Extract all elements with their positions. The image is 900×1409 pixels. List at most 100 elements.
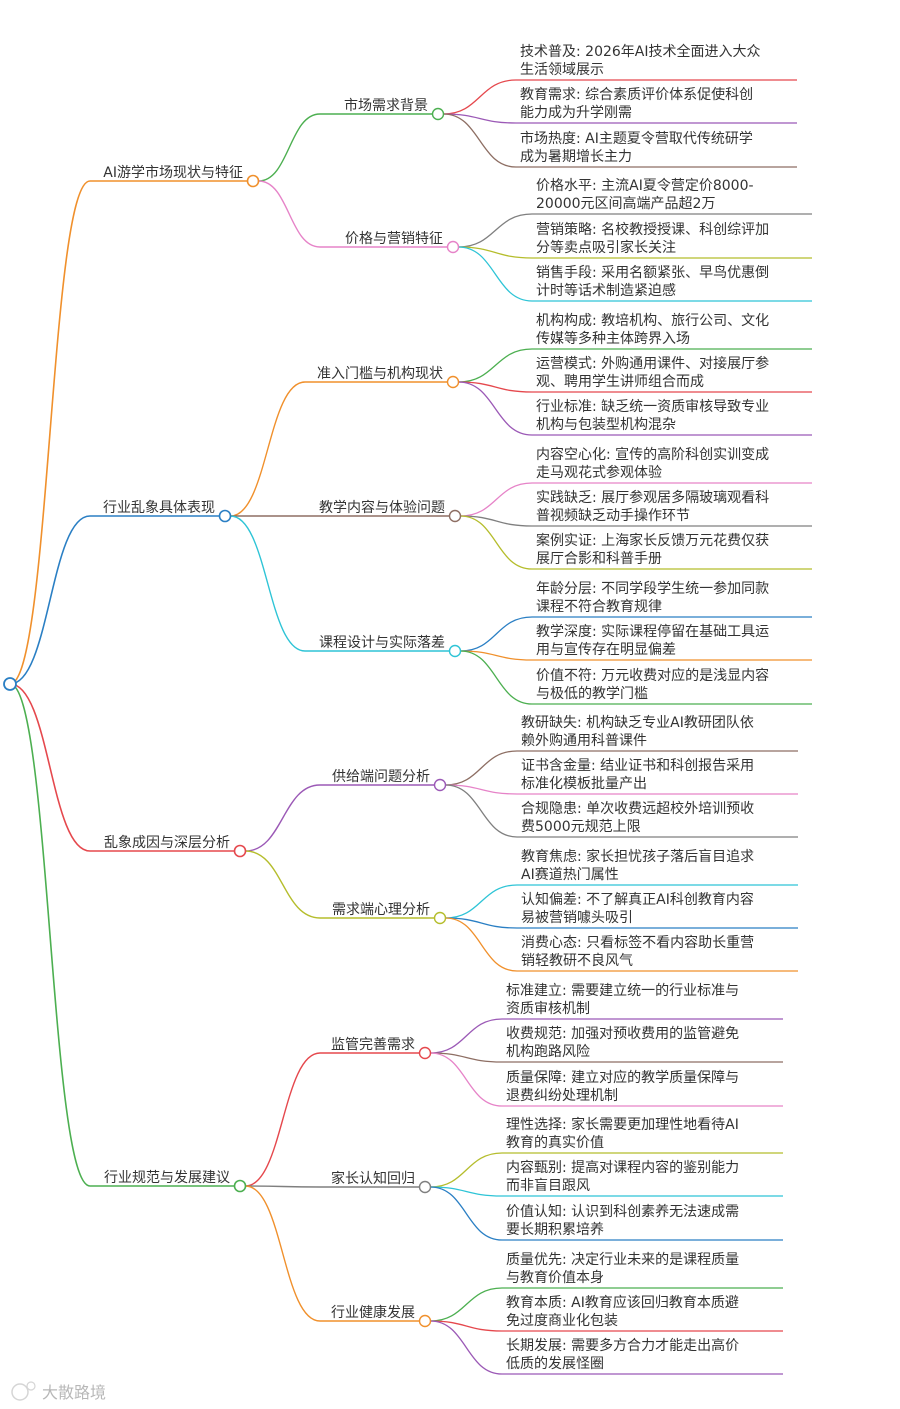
leaf-text-1-2-0-1: 课程不符合教育规律 [536, 599, 662, 615]
topic-label-0-1: 价格与营销特征 [345, 231, 443, 247]
leaf-connector-0-0-1 [443, 113, 517, 124]
leaf-connector-1-0-1 [458, 381, 533, 393]
leaf-connector-3-2-0 [430, 1287, 503, 1322]
leaf-text-1-0-2-1: 机构与包装型机构混杂 [536, 417, 676, 433]
leaf-text-3-2-1-0: 教育本质: AI教育应该回归教育本质避 [506, 1294, 739, 1311]
leaf-text-2-1-0-0: 教育焦虑: 家长担忧孩子落后盲目追求 [521, 848, 754, 865]
leaf-text-2-0-1-0: 证书含金量: 结业证书和科创报告采用 [521, 758, 754, 774]
leaf-connector-3-2-1 [430, 1320, 503, 1332]
topic-node-1-2[interactable] [448, 644, 462, 658]
leaf-connector-0-0-0 [443, 79, 517, 115]
branch-label-0: AI游学市场现状与特征 [103, 164, 243, 181]
topic-node-2-0[interactable] [433, 778, 447, 792]
leaf-connector-1-0-2 [458, 381, 533, 436]
topic-node-1-0[interactable] [446, 375, 460, 389]
topic-label-0-0: 市场需求背景 [344, 97, 428, 114]
leaf-text-3-0-2-0: 质量保障: 建立对应的教学质量保障与 [506, 1069, 739, 1086]
branch-label-1: 行业乱象具体表现 [103, 500, 215, 516]
branch-label-2: 乱象成因与深层分析 [104, 835, 230, 851]
leaf-connector-0-1-2 [458, 246, 533, 302]
leaf-connector-1-0-0 [458, 348, 533, 383]
leaf-text-1-1-1-0: 实践缺乏: 展厅参观居多隔玻璃观看科 [536, 489, 769, 506]
branch-node-2[interactable] [233, 844, 247, 858]
leaf-connector-3-2-2 [430, 1320, 503, 1375]
leaf-text-1-1-1-1: 普视频缺乏动手操作环节 [536, 508, 690, 524]
topic-label-1-1: 教学内容与体验问题 [319, 499, 445, 516]
branch-node-0[interactable] [246, 174, 260, 188]
branch-label-3: 行业规范与发展建议 [104, 1169, 230, 1186]
leaf-connector-0-1-0 [458, 213, 533, 248]
topic-label-3-2: 行业健康发展 [331, 1304, 415, 1321]
node-layer [3, 107, 462, 1328]
topic-connector-2-0 [245, 784, 321, 852]
watermark-logo-icon [11, 1383, 29, 1401]
topic-node-2-1[interactable] [433, 911, 447, 925]
topic-node-0-1[interactable] [446, 240, 460, 254]
leaf-text-0-1-2-1: 计时等话术制造紧迫感 [536, 282, 676, 299]
topic-node-3-0[interactable] [418, 1046, 432, 1060]
root-connector-0 [9, 180, 91, 685]
leaf-text-3-2-0-0: 质量优先: 决定行业未来的是课程质量 [506, 1252, 739, 1268]
topic-connector-3-2 [245, 1185, 321, 1322]
leaf-text-3-1-2-1: 要长期积累培养 [506, 1222, 604, 1238]
leaf-text-3-2-2-0: 长期发展: 需要多方合力才能走出高价 [506, 1337, 739, 1354]
leaf-connector-3-1-1 [430, 1186, 503, 1197]
leaf-connector-1-1-0 [460, 482, 533, 517]
root-connector-2 [9, 683, 91, 852]
topic-node-3-2[interactable] [418, 1314, 432, 1328]
leaf-connector-1-1-1 [460, 515, 533, 527]
leaf-connector-0-1-1 [458, 246, 533, 259]
leaf-text-2-1-1-0: 认知偏差: 不了解真正AI科创教育内容 [521, 891, 754, 908]
leaf-text-1-0-2-0: 行业标准: 缺乏统一资质审核导致专业 [536, 399, 769, 415]
leaf-text-2-0-1-1: 标准化模板批量产出 [521, 776, 647, 792]
leaf-text-3-1-0-0: 理性选择: 家长需要更加理性地看待AI [506, 1116, 739, 1133]
leaf-text-1-2-2-1: 与极低的教学门槛 [536, 686, 648, 702]
topic-connector-1-0 [230, 381, 306, 517]
connector-layer [9, 79, 812, 1375]
leaf-text-0-1-0-1: 20000元区间高端产品超2万 [536, 195, 715, 212]
root-connector-3 [9, 683, 91, 1187]
leaf-connector-2-1-2 [445, 917, 518, 972]
topic-connector-1-2 [230, 515, 306, 652]
topic-node-0-0[interactable] [431, 107, 445, 121]
leaf-text-0-1-0-0: 价格水平: 主流AI夏令营定价8000- [536, 178, 754, 194]
topic-node-3-1[interactable] [418, 1180, 432, 1194]
leaf-text-2-1-2-0: 消费心态: 只看标签不看内容助长重营 [521, 934, 754, 951]
watermark: 大散路境 [11, 1381, 106, 1402]
leaf-connector-1-2-1 [460, 650, 533, 661]
watermark-dot-icon [26, 1381, 36, 1391]
leaf-connector-3-0-0 [430, 1018, 503, 1054]
leaf-connector-2-1-1 [445, 917, 518, 929]
leaf-text-0-0-1-1: 能力成为升学刚需 [520, 105, 632, 121]
root-node[interactable] [3, 677, 17, 691]
leaf-text-1-0-0-1: 传媒等多种主体跨界入场 [536, 330, 690, 347]
topic-label-3-1: 家长认知回归 [331, 1170, 415, 1187]
leaf-text-3-1-1-0: 内容甄别: 提高对课程内容的鉴别能力 [506, 1159, 739, 1176]
topic-node-1-1[interactable] [448, 509, 462, 523]
root-connector-1 [9, 515, 91, 685]
leaf-text-1-1-0-0: 内容空心化: 宣传的高阶科创实训变成 [536, 446, 769, 463]
branch-node-3[interactable] [233, 1179, 247, 1193]
leaf-text-1-1-2-1: 展厅合影和科普手册 [536, 551, 662, 567]
leaf-text-1-0-1-1: 观、聘用学生讲师组合而成 [536, 374, 704, 390]
topic-connector-3-0 [245, 1052, 321, 1187]
leaf-connector-2-0-0 [445, 750, 518, 786]
leaf-text-0-0-0-0: 技术普及: 2026年AI技术全面进入大众 [520, 43, 761, 60]
leaf-connector-3-1-0 [430, 1152, 503, 1188]
leaf-text-0-1-2-0: 销售手段: 采用名额紧张、早鸟优惠倒 [536, 265, 769, 281]
topic-label-1-0: 准入门槛与机构现状 [317, 366, 443, 382]
topic-label-2-1: 需求端心理分析 [332, 902, 430, 918]
leaf-text-3-1-1-1: 而非盲目跟风 [506, 1177, 590, 1194]
leaf-connector-2-0-1 [445, 784, 518, 795]
leaf-text-2-1-1-1: 易被营销噱头吸引 [521, 910, 633, 926]
leaf-text-0-0-2-0: 市场热度: AI主题夏令营取代传统研学 [520, 130, 753, 147]
topic-connector-0-1 [258, 180, 321, 248]
topic-connector-2-1 [245, 850, 321, 919]
leaf-text-1-0-1-0: 运营模式: 外购通用课件、对接展厅参 [536, 355, 769, 372]
leaf-connector-3-0-1 [430, 1052, 503, 1063]
branch-node-1[interactable] [218, 509, 232, 523]
topic-label-3-0: 监管完善需求 [331, 1037, 415, 1053]
